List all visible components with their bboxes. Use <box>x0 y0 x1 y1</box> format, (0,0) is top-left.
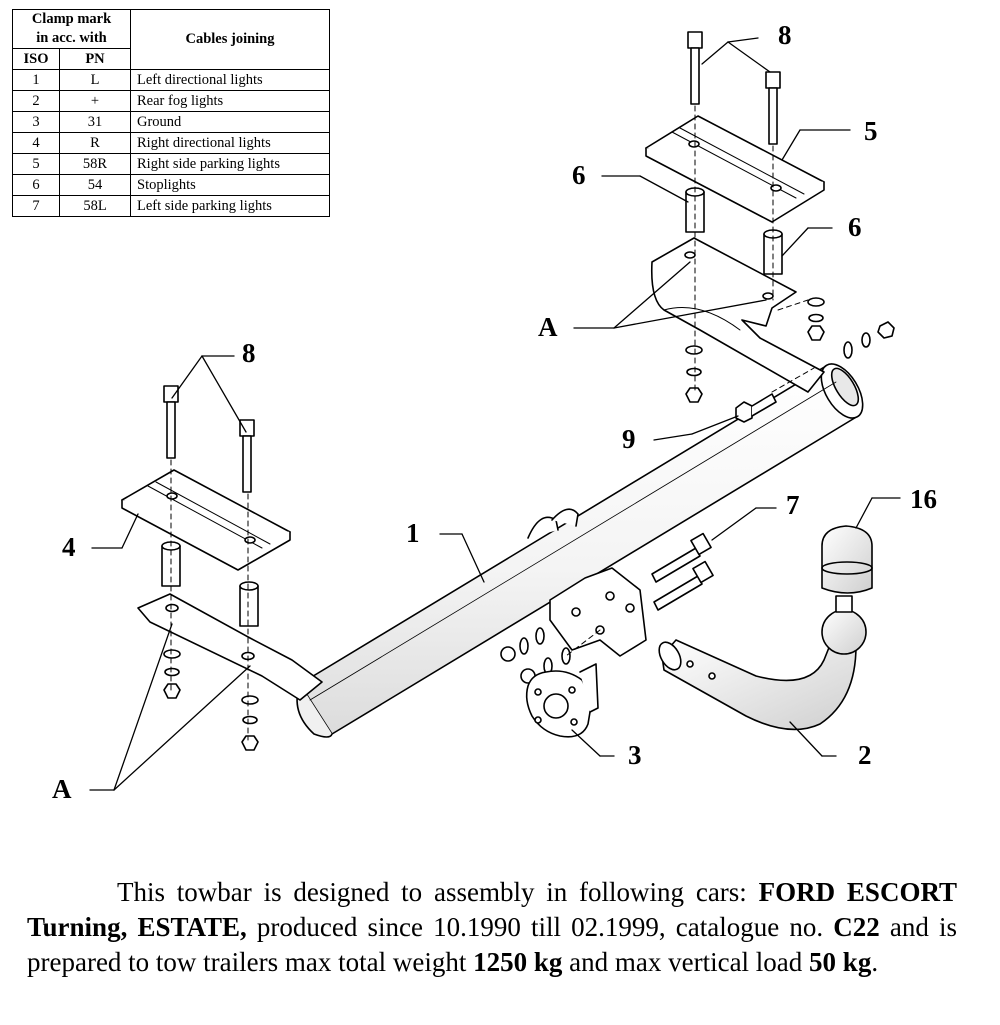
cable-cell: Right directional lights <box>130 132 330 154</box>
part-label-5: 5 <box>864 116 878 146</box>
towbar-exploded-diagram: 8 8 5 6 6 A 9 1 4 7 16 2 3 A <box>52 20 937 804</box>
caption-car-model: FORD ESCORT Turning, ESTATE, <box>27 877 957 942</box>
part-label-6: 6 <box>848 212 862 242</box>
part-label-4: 4 <box>62 532 76 562</box>
wiring-table: Clamp mark in acc. with Cables joining I… <box>12 9 330 217</box>
leader-lines <box>89 37 901 791</box>
part-label-a: A <box>538 312 558 342</box>
part-label-16: 16 <box>910 484 937 514</box>
table-header-in-acc-with: in acc. with <box>36 30 107 46</box>
pn-cell: 58L <box>59 195 131 217</box>
caption-max-weight: 1250 kg <box>473 947 563 977</box>
right-clamp-plate <box>645 115 825 223</box>
part-label-7: 7 <box>786 490 800 520</box>
table-row: 2+Rear fog lights <box>12 90 330 112</box>
clamp-bolt <box>163 31 781 493</box>
part-label-a: A <box>52 774 72 804</box>
part-label-6: 6 <box>572 160 586 190</box>
assembly-axis-lines <box>170 105 815 741</box>
caption-text: produced since 10.1990 till 02.1999, cat… <box>246 912 834 942</box>
left-side-bracket <box>137 593 323 701</box>
table-header-cables: Cables joining <box>130 9 330 70</box>
part-label-2: 2 <box>858 740 872 770</box>
right-side-bracket <box>650 237 825 393</box>
cable-cell: Left side parking lights <box>130 195 330 217</box>
ball-bolt <box>651 532 714 611</box>
crossbar-tube <box>296 363 864 738</box>
center-mount-plate <box>527 508 647 657</box>
ball-cap <box>821 525 873 594</box>
caption-vertical-load: 50 kg <box>809 947 872 977</box>
caption-text: and max vertical load <box>562 947 810 977</box>
part-label-3: 3 <box>628 740 642 770</box>
short-bolt <box>735 393 777 423</box>
caption-text: . <box>871 947 879 977</box>
table-header-clamp: Clamp mark in acc. with <box>12 9 131 49</box>
table-header-clamp-mark: Clamp mark <box>31 11 112 27</box>
cable-cell: Right side parking lights <box>130 153 330 175</box>
part-label-8: 8 <box>778 20 792 50</box>
left-clamp-plate <box>121 469 291 571</box>
cable-cell: Rear fog lights <box>130 90 330 112</box>
part-label-8: 8 <box>242 338 256 368</box>
towball-neck <box>658 595 867 731</box>
application-caption: This towbar is designed to assembly in f… <box>27 875 957 980</box>
caption-text: This towbar is designed to assembly in f… <box>117 877 759 907</box>
washer-nut-stack <box>163 297 895 751</box>
part-label-1: 1 <box>406 518 420 548</box>
caption-catalogue-no: C22 <box>833 912 880 942</box>
cable-cell: Stoplights <box>130 174 330 196</box>
part-label-9: 9 <box>622 424 636 454</box>
table-header-iso: ISO <box>12 48 60 70</box>
caption-text: and is prepared to tow trailers max tota… <box>27 912 957 977</box>
socket-plate <box>525 663 599 738</box>
